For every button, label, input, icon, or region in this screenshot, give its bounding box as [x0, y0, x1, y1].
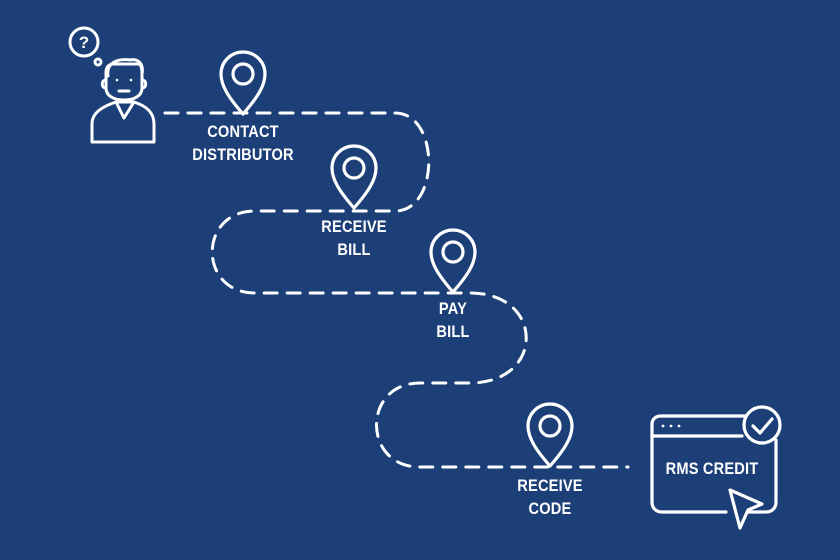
step-label-pay-bill: PAY BILL: [436, 299, 470, 341]
map-pin-icon: [219, 50, 267, 116]
rms-credit-label: RMS CREDIT: [665, 459, 759, 478]
step-label-contact-distributor: CONTACT DISTRIBUTOR: [192, 122, 294, 164]
browser-window-icon: [650, 414, 778, 514]
dashed-journey-path: [163, 111, 630, 469]
map-pin-icon: [526, 402, 574, 468]
cursor-arrow-icon: [728, 488, 764, 530]
question-bubble-icon: [68, 26, 103, 67]
person-icon: [90, 58, 156, 144]
map-pin-icon: [429, 228, 477, 294]
map-pin-icon: [330, 144, 378, 210]
checkmark-circle-icon: [742, 405, 782, 445]
question-mark: ?: [79, 33, 89, 52]
step-label-receive-bill: RECEIVE BILL: [321, 217, 387, 259]
step-label-receive-code: RECEIVE CODE: [517, 476, 583, 518]
